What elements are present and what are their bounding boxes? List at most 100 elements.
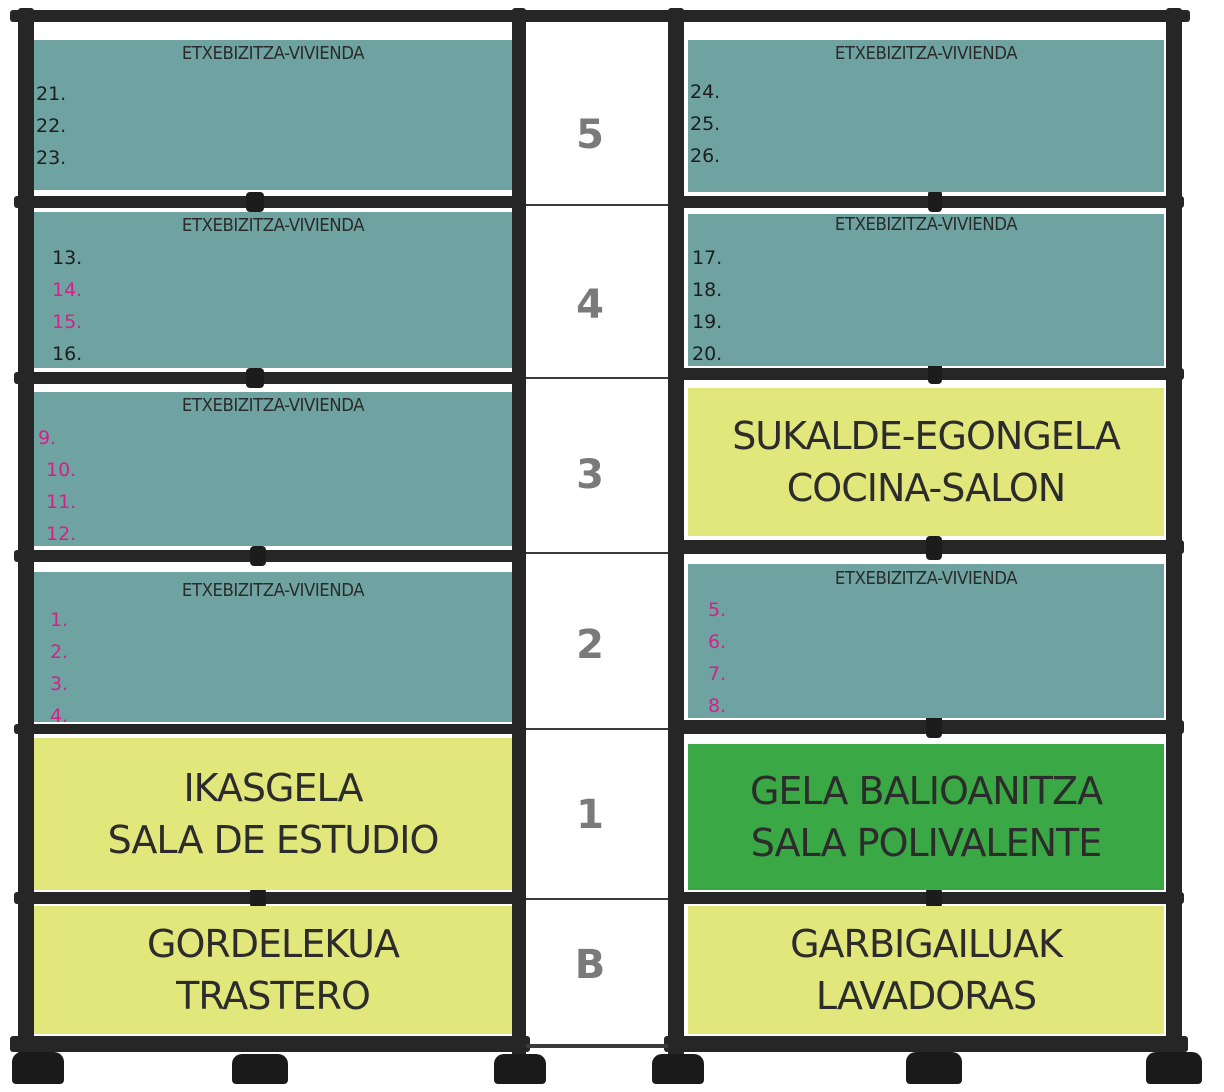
room-label-es: TRASTERO xyxy=(176,974,371,1018)
stair-line-base xyxy=(526,1044,668,1048)
room-label: GORDELEKUA TRASTERO xyxy=(34,918,512,1022)
room-label: GELA BALIOANITZA SALA POLIVALENTE xyxy=(688,765,1164,869)
foundation-foot xyxy=(652,1054,704,1084)
dwelling-left-floor-4: ETXEBIZITZA-VIVIENDA 13. 14. 15. 16. xyxy=(34,212,512,368)
unit-number: 8. xyxy=(708,695,727,717)
unit-number: 11. xyxy=(46,491,77,513)
beam-right-base xyxy=(664,1036,1188,1052)
unit-list: 5. 6. 7. 8. xyxy=(708,594,726,718)
joint xyxy=(250,888,266,908)
unit-list: 13. 14. 15. 16. xyxy=(52,242,82,368)
unit-number: 20. xyxy=(692,343,723,365)
stair-line-1 xyxy=(526,898,668,900)
stair-line-3 xyxy=(526,552,668,554)
unit-number: 21. xyxy=(36,83,67,105)
unit-number: 5. xyxy=(708,599,727,621)
unit-number: 17. xyxy=(692,247,723,269)
foundation-foot xyxy=(494,1054,546,1084)
kitchen-living-room: SUKALDE-EGONGELA COCINA-SALON xyxy=(688,388,1164,536)
column-outer-right xyxy=(1166,8,1182,1068)
floor-label-3: 3 xyxy=(576,452,604,498)
column-outer-left xyxy=(18,8,34,1068)
unit-number: 19. xyxy=(692,311,723,333)
room-label-es: LAVADORAS xyxy=(815,974,1037,1018)
floor-label-2: 2 xyxy=(576,622,604,668)
unit-number: 16. xyxy=(52,343,83,365)
stair-line-5 xyxy=(526,204,668,206)
dwelling-left-floor-2: ETXEBIZITZA-VIVIENDA 1. 2. 3. 4. xyxy=(34,572,512,722)
foundation-foot xyxy=(906,1052,962,1084)
stair-line-2 xyxy=(526,728,668,730)
unit-list: 9. 10. 11. 12. xyxy=(38,422,76,546)
unit-number: 1. xyxy=(50,609,69,631)
dwelling-title: ETXEBIZITZA-VIVIENDA xyxy=(834,214,1018,235)
dwelling-right-floor-2: ETXEBIZITZA-VIVIENDA 5. 6. 7. 8. xyxy=(688,564,1164,718)
dwelling-left-floor-5: ETXEBIZITZA-VIVIENDA 21. 22. 23. xyxy=(34,40,512,190)
room-label-eu: GORDELEKUA xyxy=(147,922,400,966)
beam-right-5 xyxy=(668,196,1184,208)
room-label-eu: IKASGELA xyxy=(183,766,363,810)
storage-room: GORDELEKUA TRASTERO xyxy=(34,906,512,1034)
unit-number: 4. xyxy=(50,705,69,722)
column-inner-right xyxy=(668,8,684,1068)
room-label: SUKALDE-EGONGELA COCINA-SALON xyxy=(688,410,1164,514)
dwelling-title: ETXEBIZITZA-VIVIENDA xyxy=(181,580,365,601)
dwelling-title: ETXEBIZITZA-VIVIENDA xyxy=(181,395,365,416)
joint xyxy=(246,192,264,212)
unit-number: 22. xyxy=(36,115,67,137)
unit-number: 23. xyxy=(36,147,67,169)
unit-number: 26. xyxy=(690,145,721,167)
unit-number: 25. xyxy=(690,113,721,135)
stair-line-4 xyxy=(526,377,668,379)
beam-left-3 xyxy=(14,550,526,562)
room-label: IKASGELA SALA DE ESTUDIO xyxy=(34,762,512,866)
room-label-eu: GELA BALIOANITZA xyxy=(749,769,1103,813)
study-room: IKASGELA SALA DE ESTUDIO xyxy=(34,738,512,890)
beam-right-4 xyxy=(668,368,1184,380)
joint xyxy=(926,714,942,738)
unit-list: 24. 25. 26. xyxy=(690,76,720,172)
dwelling-title: ETXEBIZITZA-VIVIENDA xyxy=(181,215,365,236)
unit-list: 1. 2. 3. 4. xyxy=(50,604,68,722)
unit-number: 24. xyxy=(690,81,721,103)
unit-number: 3. xyxy=(50,673,69,695)
unit-number: 15. xyxy=(52,311,83,333)
top-beam xyxy=(10,10,1190,22)
room-label-es: COCINA-SALON xyxy=(786,466,1066,510)
beam-left-1 xyxy=(14,892,526,904)
column-inner-left xyxy=(512,8,526,1068)
room-label: GARBIGAILUAK LAVADORAS xyxy=(688,918,1164,1022)
unit-number: 12. xyxy=(46,523,77,545)
floor-label-5: 5 xyxy=(576,112,604,158)
room-label-eu: SUKALDE-EGONGELA xyxy=(732,414,1121,458)
dwelling-left-floor-3: ETXEBIZITZA-VIVIENDA 9. 10. 11. 12. xyxy=(34,392,512,546)
unit-list: 21. 22. 23. xyxy=(36,78,66,174)
unit-number: 18. xyxy=(692,279,723,301)
laundry-room: GARBIGAILUAK LAVADORAS xyxy=(688,906,1164,1034)
room-label-eu: GARBIGAILUAK xyxy=(790,922,1063,966)
joint xyxy=(926,536,942,560)
joint xyxy=(246,368,264,388)
joint xyxy=(250,546,266,566)
joint xyxy=(926,888,942,908)
floor-label-1: 1 xyxy=(576,792,604,838)
multipurpose-room: GELA BALIOANITZA SALA POLIVALENTE xyxy=(688,744,1164,890)
unit-number: 9. xyxy=(38,427,57,449)
unit-number: 6. xyxy=(708,631,727,653)
unit-number: 7. xyxy=(708,663,727,685)
beam-left-5 xyxy=(14,196,526,208)
beam-left-4 xyxy=(14,372,526,384)
beam-left-base xyxy=(10,1036,530,1052)
foundation-foot xyxy=(12,1052,64,1084)
joint xyxy=(928,190,942,212)
room-label-es: SALA POLIVALENTE xyxy=(750,821,1103,865)
dwelling-title: ETXEBIZITZA-VIVIENDA xyxy=(181,43,365,64)
floor-label-basement: B xyxy=(574,942,606,988)
foundation-foot xyxy=(232,1054,288,1084)
dwelling-title: ETXEBIZITZA-VIVIENDA xyxy=(834,568,1018,589)
unit-number: 2. xyxy=(50,641,69,663)
unit-number: 14. xyxy=(52,279,83,301)
unit-list: 17. 18. 19. 20. xyxy=(692,242,722,366)
foundation-foot xyxy=(1146,1052,1202,1084)
dwelling-title: ETXEBIZITZA-VIVIENDA xyxy=(834,43,1018,64)
